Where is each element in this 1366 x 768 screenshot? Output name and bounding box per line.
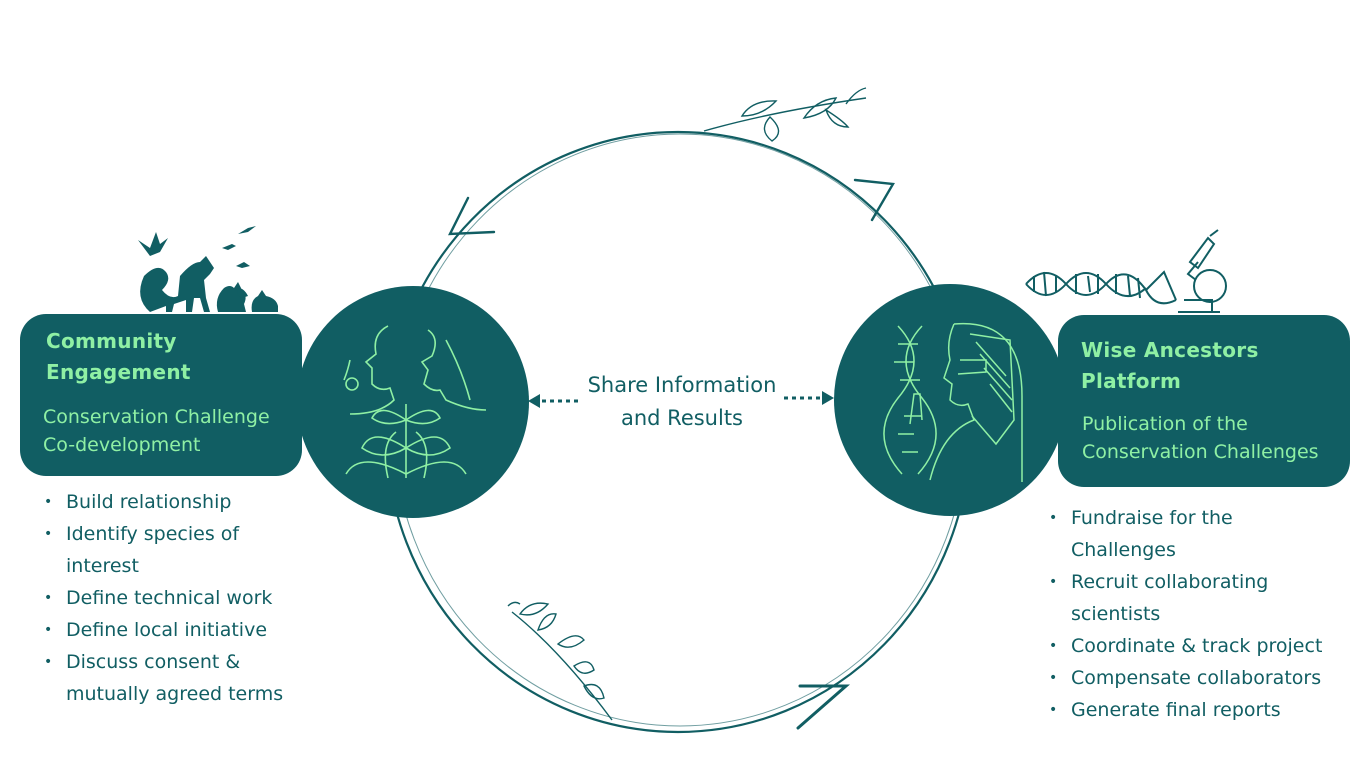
community-engagement-list: Build relationship Identify species ofin…: [44, 486, 314, 710]
wise-ancestors-card: Wise Ancestors Platform Publication of t…: [1058, 315, 1350, 487]
connector-left-arrow: [528, 394, 578, 408]
leaf-branch-top-icon: [703, 87, 867, 142]
list-item: Build relationship: [44, 486, 314, 518]
subtitle-line: Publication of the: [1082, 413, 1248, 435]
list-item: Compensate collaborators: [1049, 662, 1349, 694]
list-item: Coordinate & track project: [1049, 630, 1349, 662]
share-information-label: Share Information and Results: [568, 369, 796, 435]
leaf-branch-bottom-icon: [507, 601, 613, 721]
community-engagement-title: Community Engagement: [46, 326, 191, 388]
title-line: Community: [46, 329, 177, 353]
center-line: and Results: [620, 406, 743, 430]
subtitle-line: Co-development: [43, 434, 201, 456]
wise-ancestors-title: Wise Ancestors Platform: [1081, 335, 1259, 397]
list-item: Discuss consent &mutually agreed terms: [44, 646, 314, 710]
people-plant-icon: [343, 325, 487, 479]
dna-microscope-icon: [1025, 229, 1227, 313]
title-line: Engagement: [46, 360, 191, 384]
title-line: Wise Ancestors: [1081, 338, 1259, 362]
scientist-dna-icon: [883, 322, 1023, 482]
community-engagement-card: Community Engagement Conservation Challe…: [20, 314, 302, 476]
list-item: Generate final reports: [1049, 694, 1349, 726]
connector-right-arrow: [784, 391, 834, 405]
ring-arrow-bottom-icon: [796, 684, 850, 730]
subtitle-line: Conservation Challenge: [43, 406, 270, 428]
list-item: Define technical work: [44, 582, 314, 614]
list-item: Define local initiative: [44, 614, 314, 646]
subtitle-line: Conservation Challenges: [1082, 441, 1319, 463]
ring-arrow-top-left-icon: [448, 196, 496, 236]
community-engagement-subtitle: Conservation Challenge Co-development: [43, 403, 270, 459]
left-circle: [297, 286, 529, 518]
title-line: Platform: [1081, 369, 1182, 393]
ring-arrow-top-right-icon: [853, 178, 895, 222]
wildlife-silhouette-icon: [138, 226, 278, 312]
center-line: Share Information: [587, 373, 777, 397]
wise-ancestors-subtitle: Publication of the Conservation Challeng…: [1082, 410, 1319, 466]
